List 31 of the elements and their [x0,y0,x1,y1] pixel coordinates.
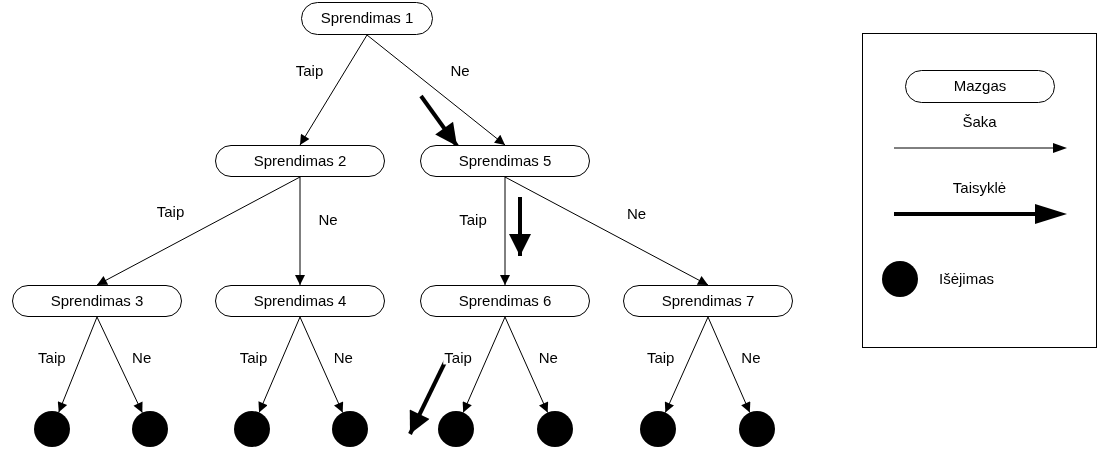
edge-label: Taip [443,349,473,365]
arrow [500,176,510,286]
edge-label: Taip [645,349,676,365]
edge-label: Taip [155,203,186,219]
arrow [299,316,344,414]
legend-label: Šaka [961,114,998,129]
legend-label: Išėjimas [939,271,994,286]
edge-label: Taip [238,349,269,365]
arrow [57,316,98,413]
arrow [96,176,301,286]
decision-node: Sprendimas 2 [215,145,385,177]
arrow [258,316,301,413]
decision-node: Sprendimas 4 [215,285,385,317]
arrow [96,316,143,414]
decision-node: Sprendimas 7 [623,285,793,317]
arrow [462,316,506,413]
arrow [664,316,709,414]
decision-node: Sprendimas 6 [420,285,590,317]
arrow [295,176,305,286]
decision-node: Sprendimas 3 [12,285,182,317]
arrow [299,34,368,146]
decision-node: Sprendimas 1 [301,2,433,35]
decision-node: Sprendimas 5 [420,145,590,177]
edge-label: Taip [458,211,488,227]
legend-label: Taisyklė [951,180,1008,195]
edge-label: Taip [37,349,67,365]
arrow [504,176,709,286]
edge-label: Taip [294,62,325,78]
arrow [366,34,506,146]
arrow [707,316,751,413]
arrow [504,316,549,414]
